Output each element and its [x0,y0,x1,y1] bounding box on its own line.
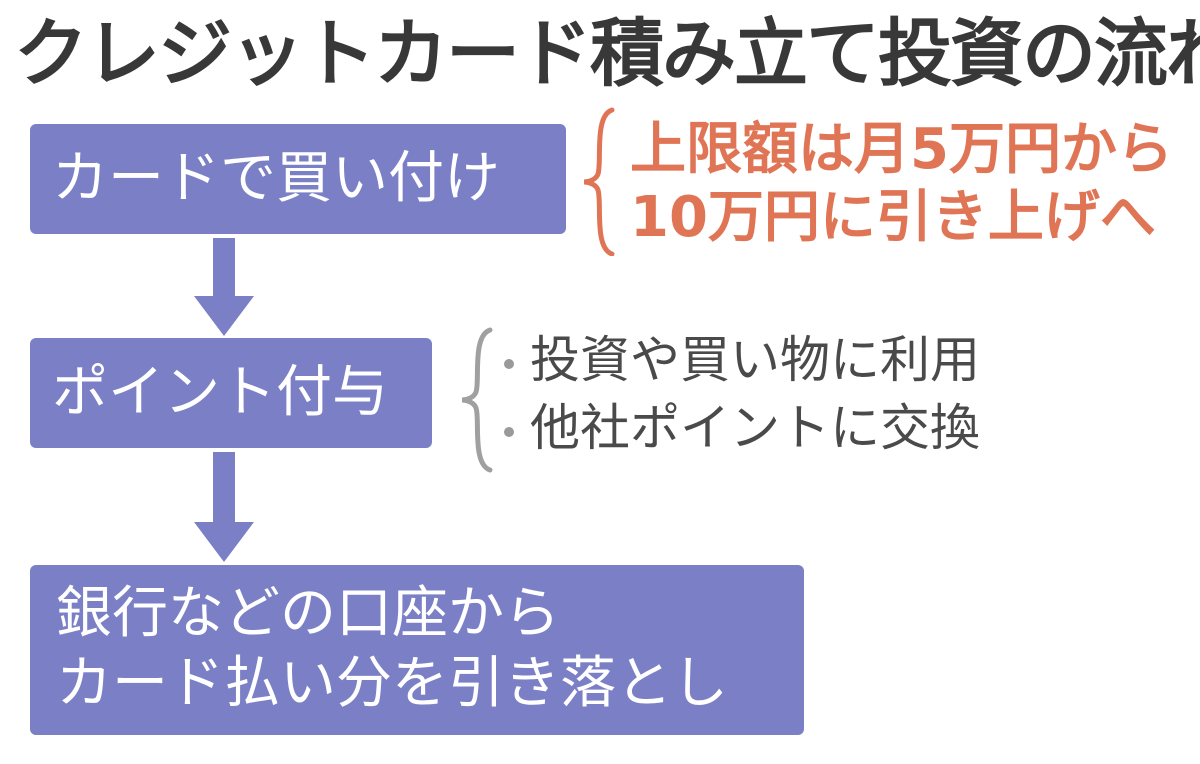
flow-arrow-2 [194,452,254,562]
list-item-text: 他社ポイントに交換 [530,399,980,457]
step-label-line-1: 銀行などの口座から [56,581,560,646]
limit-callout: 上限額は月5万円から 10万円に引き上げへ [630,116,1173,252]
point-uses-list: 投資や買い物に利用 他社ポイントに交換 [496,326,980,462]
arrow-head [194,522,254,562]
arrow-shaft [213,452,235,526]
arrow-head [194,296,254,336]
bullet-dot-icon [504,426,514,437]
flow-arrow-1 [194,238,254,336]
step-label: ポイント付与 [52,360,388,425]
step-card-purchase: カードで買い付け [30,124,566,234]
diagram-title: クレジットカード積み立て投資の流れ [14,11,1200,97]
arrow-shaft [213,238,235,300]
list-item: 他社ポイントに交換 [496,394,980,462]
step-label: カードで買い付け [52,146,500,211]
gray-brace [461,327,493,473]
callout-line-2: 10万円に引き上げへ [630,185,1156,250]
orange-brace [583,107,615,256]
list-item: 投資や買い物に利用 [496,326,980,394]
step-bank-debit: 銀行などの口座から カード払い分を引き落とし [30,565,804,735]
bullet-dot-icon [504,358,514,369]
step-label-line-2: カード払い分を引き落とし [56,651,728,716]
step-points-granted: ポイント付与 [30,338,432,448]
callout-line-1: 上限額は月5万円から [630,117,1173,182]
list-item-text: 投資や買い物に利用 [530,331,980,389]
